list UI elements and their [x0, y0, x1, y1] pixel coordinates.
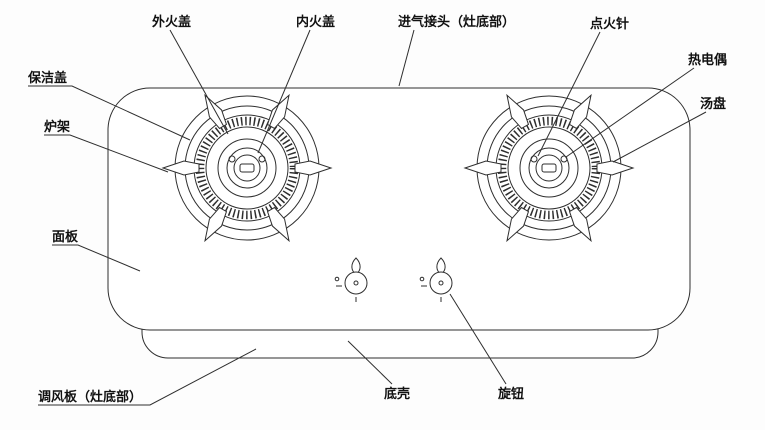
label-gas-inlet: 进气接头（灶底部）	[398, 14, 515, 29]
stove-panel	[107, 87, 691, 331]
leader-outer-flame-cap	[169, 29, 229, 135]
label-panel: 面板	[52, 229, 79, 244]
leader-air-damper	[38, 348, 257, 406]
leader-inner-flame-cap	[257, 29, 311, 154]
label-outer-flame-cap: 外火盖	[151, 14, 191, 29]
label-cleaning-cover: 保洁盖	[27, 70, 67, 85]
label-pot-support: 炉架	[44, 119, 70, 134]
leader-ignition-needle	[537, 31, 601, 157]
label-drip-pan: 汤盘	[700, 96, 726, 111]
leader-cleaning-cover	[28, 85, 191, 141]
leader-bottom-shell	[347, 340, 393, 385]
leader-knob	[449, 293, 507, 385]
label-knob: 旋钮	[497, 386, 524, 401]
label-ignition-needle: 点火针	[590, 16, 629, 31]
leader-drip-pan	[612, 111, 707, 163]
label-bottom-shell: 底壳	[384, 386, 410, 401]
label-inner-flame-cap: 内火盖	[296, 14, 335, 29]
label-thermocouple: 热电偶	[688, 52, 727, 67]
leader-pot-support	[44, 134, 169, 173]
leader-panel	[52, 244, 141, 272]
leader-thermocouple	[565, 67, 695, 158]
leader-gas-inlet	[398, 29, 415, 87]
label-air-damper: 调风板（灶底部）	[38, 389, 142, 404]
